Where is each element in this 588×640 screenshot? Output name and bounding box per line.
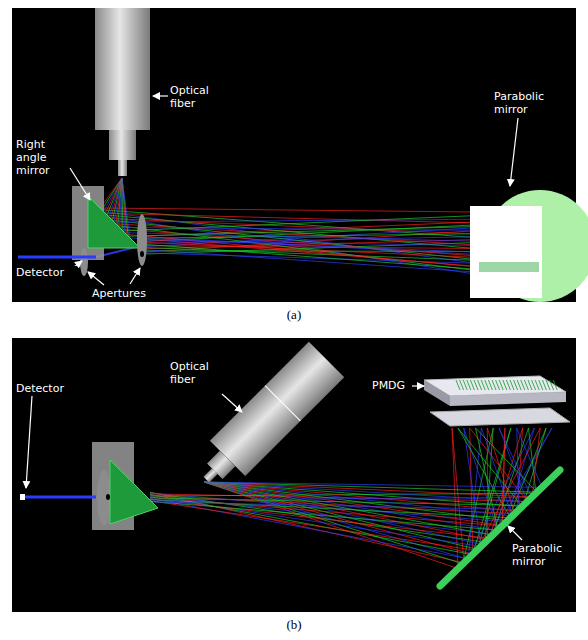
part-label: Detector [16, 266, 76, 279]
part-label: Apertures [92, 287, 162, 300]
part-label: Optical fiber [170, 84, 226, 110]
part-label: Parabolic mirror [512, 542, 574, 568]
detector [22, 496, 96, 499]
apertures [80, 214, 147, 276]
panel-caption: (b) [264, 617, 324, 632]
leader-arrows [66, 96, 518, 285]
detector-element [20, 494, 25, 500]
right-angle-mirror [92, 442, 158, 530]
part-label: Detector [16, 382, 76, 395]
rays [96, 178, 474, 274]
pmdg [424, 376, 570, 426]
part-label: PMDG [372, 379, 412, 392]
leader-arrows [26, 386, 522, 540]
parabolic-mirror [440, 470, 560, 586]
panel-background [12, 8, 576, 302]
optical-fiber [95, 8, 150, 176]
right-angle-mirror [72, 186, 140, 260]
panel-caption: (a) [264, 307, 324, 322]
part-label: Right angle mirror [16, 138, 68, 177]
parabolic-mirror [470, 190, 588, 302]
detector [18, 256, 96, 259]
part-label: Parabolic mirror [494, 90, 564, 116]
part-label: Optical fiber [170, 360, 226, 386]
panel-background [12, 338, 576, 612]
